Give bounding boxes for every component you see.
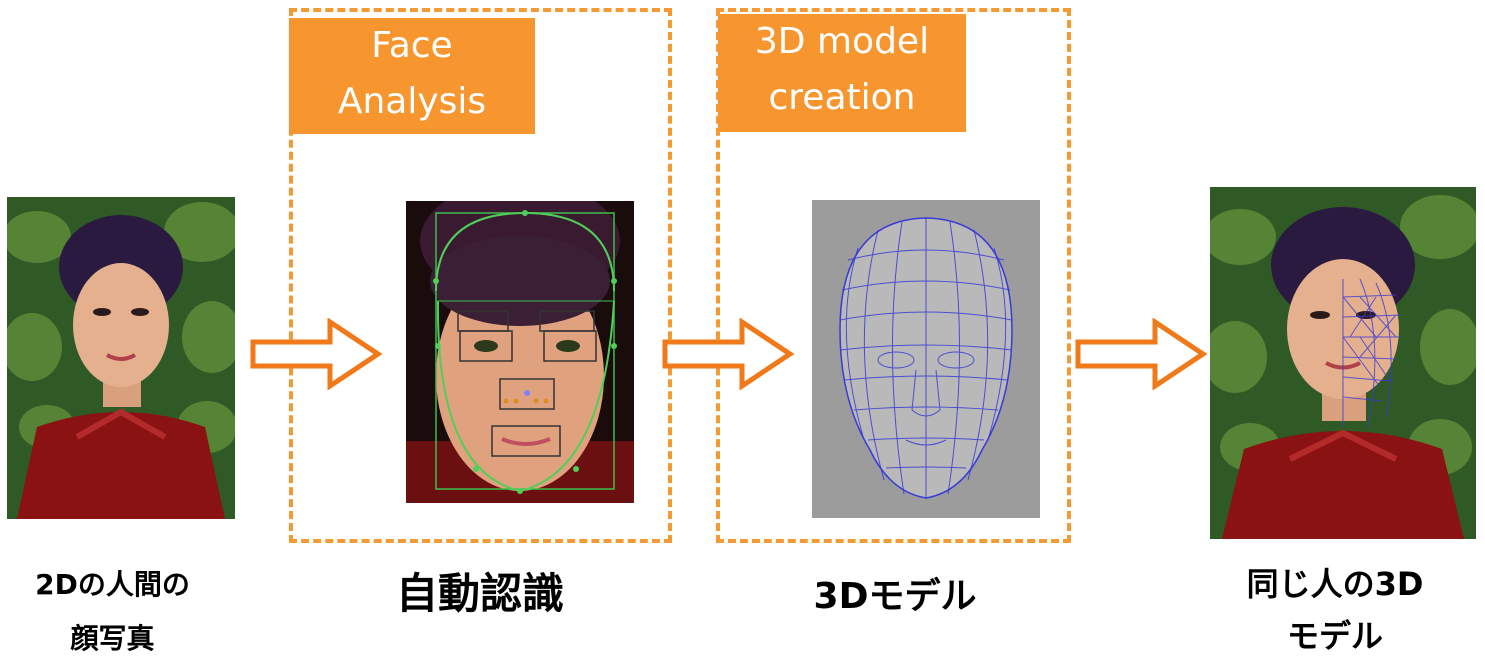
right-arrow-icon — [250, 318, 383, 390]
input-photo-caption: 2Dの人間の 顔写真 — [35, 568, 190, 655]
face-analysis-frame — [289, 8, 672, 543]
model-creation-frame — [716, 8, 1071, 543]
output-caption: 同じ人の3D モデル — [1246, 565, 1424, 655]
auto-recognition-caption: 自動認識 — [395, 569, 564, 618]
input-face-photo — [7, 197, 235, 519]
output-face-model — [1210, 187, 1476, 539]
wireframe-model-image — [812, 200, 1040, 518]
right-arrow-icon — [1075, 318, 1208, 390]
right-arrow-icon — [662, 318, 795, 390]
face-analysis-label: Face Analysis — [289, 18, 535, 134]
model-caption: 3Dモデル — [813, 576, 977, 617]
face-analysis-image — [406, 201, 634, 503]
model-creation-label: 3D model creation — [718, 14, 966, 132]
